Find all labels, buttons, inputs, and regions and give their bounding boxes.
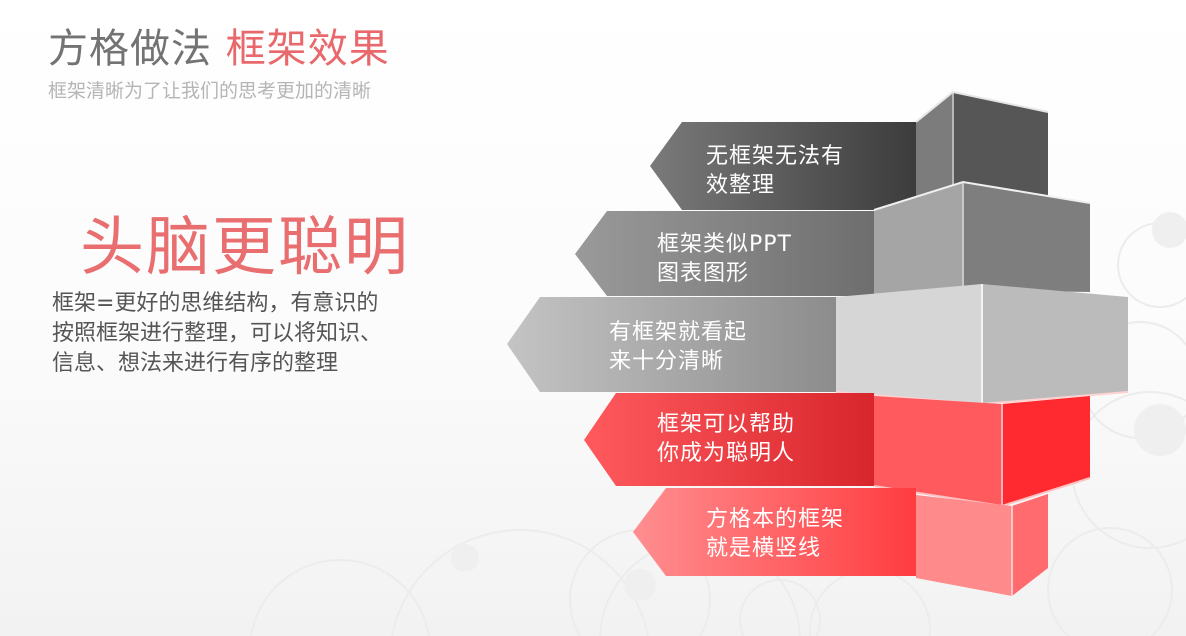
block-5 — [916, 494, 1048, 596]
page-title: 方格做法 框架效果 — [48, 22, 390, 76]
arrow-4 — [584, 393, 874, 486]
step-2-label: 框架类似PPT 图表图形 — [657, 232, 792, 286]
block-1 — [915, 90, 1049, 210]
title-accent: 框架效果 — [225, 26, 390, 72]
step-4-label: 框架可以帮助 你成为聪明人 — [657, 412, 796, 466]
block-3 — [835, 284, 1129, 406]
headline: 头脑更聪明 — [80, 211, 410, 285]
arrow-3 — [507, 297, 836, 392]
block-2 — [873, 180, 1091, 295]
arrow-1 — [650, 122, 916, 210]
page-subtitle: 框架清晰为了让我们的思考更加的清晰 — [48, 80, 372, 102]
body-line: 信息、想法来进行有序的整理 — [52, 351, 339, 376]
arrow-5 — [633, 488, 916, 576]
step-5-label: 方格本的框架 就是横竖线 — [706, 507, 845, 561]
title-primary: 方格做法 — [48, 26, 212, 72]
body-paragraph: 框架=更好的思维结构，有意识的 按照框架进行整理，可以将知识、 信息、想法来进行… — [52, 289, 432, 379]
arrow-2 — [575, 211, 874, 296]
step-3-label: 有框架就看起 来十分清晰 — [609, 320, 748, 374]
body-line: 框架=更好的思维结构，有意识的 — [52, 291, 379, 316]
body-line: 按照框架进行整理，可以将知识、 — [52, 321, 383, 346]
block-4 — [873, 396, 1091, 508]
step-1-label: 无框架无法有 效整理 — [706, 144, 845, 198]
